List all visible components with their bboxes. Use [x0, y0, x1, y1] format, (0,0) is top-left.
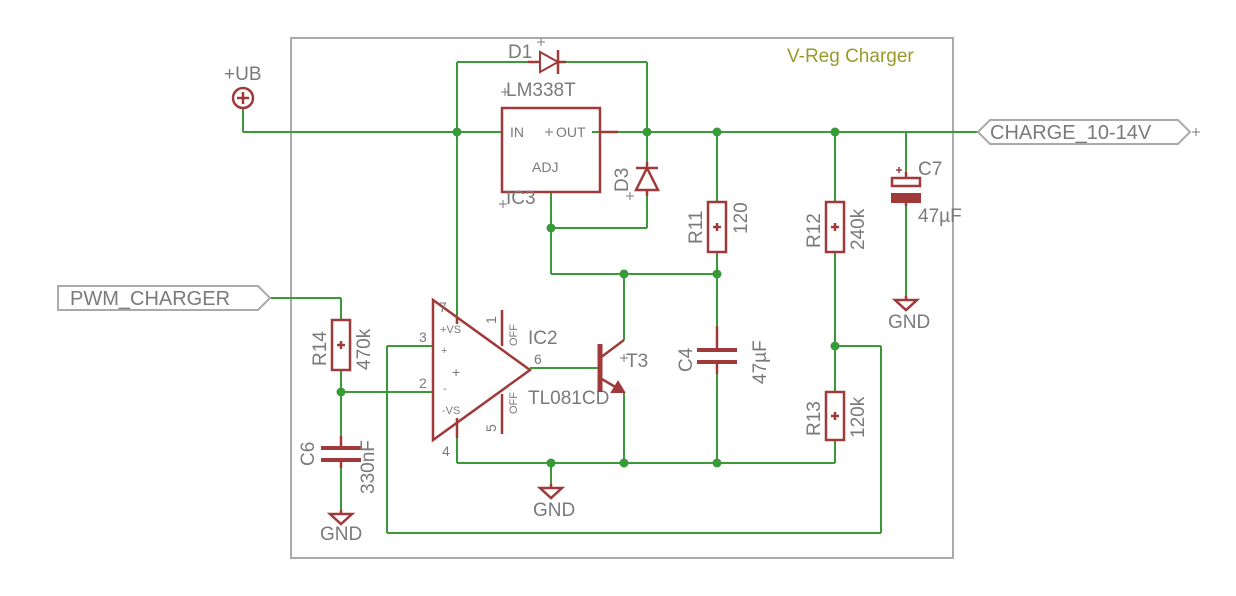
opamp-icon: [431, 297, 533, 443]
sheet-title: V-Reg Charger: [787, 46, 914, 67]
r13-value: 120k: [848, 396, 869, 438]
gnd-c6[interactable]: GND: [320, 510, 362, 545]
junction: [546, 458, 556, 468]
polarized-capacitor-icon: [890, 176, 922, 188]
port-pwm-charger[interactable]: PWM_CHARGER: [57, 285, 272, 311]
ground-icon: [536, 486, 566, 500]
junction: [642, 127, 652, 137]
junction-dots: [336, 127, 840, 468]
capacitor-c4[interactable]: C4 47µF: [676, 326, 771, 384]
gnd-c6-label: GND: [320, 524, 362, 545]
supply-ub-label: +UB: [224, 64, 262, 85]
junction: [452, 127, 462, 137]
r11-ref: R11: [686, 211, 707, 244]
junction: [830, 341, 840, 351]
port-charge-out[interactable]: CHARGE_10-14V: [976, 119, 1200, 145]
ic2-in-minus: -: [443, 383, 447, 395]
ic2-pin1: 1: [483, 316, 499, 324]
resistor-r11[interactable]: R11 120: [686, 200, 752, 254]
capacitor-c7[interactable]: C7 47µF: [890, 159, 962, 227]
transistor-t3[interactable]: T3: [597, 339, 648, 394]
junction: [830, 127, 840, 137]
ic3-ref: IC3: [506, 188, 536, 209]
port-pwm-charger-label: PWM_CHARGER: [70, 288, 230, 310]
supply-circle-icon: [231, 86, 255, 110]
resistor-r14[interactable]: R14 470k: [310, 318, 375, 372]
ic2-value: TL081CD: [528, 388, 609, 409]
t3-ref: T3: [626, 351, 648, 372]
ic2-pin6: 6: [534, 351, 542, 367]
ic2-ref: IC2: [528, 328, 558, 349]
port-flag-icon: [976, 119, 1192, 145]
port-flag-icon: [57, 285, 272, 311]
ic2-vs-plus: +VS: [440, 324, 461, 336]
ic2-in-plus: +: [441, 345, 447, 357]
port-charge-out-label: CHARGE_10-14V: [990, 122, 1152, 144]
sheet-frame: [290, 37, 954, 559]
ic2-center-plus: +: [452, 364, 460, 380]
c7-value: 47µF: [918, 206, 962, 227]
ic3-value: LM338T: [506, 80, 576, 101]
diode-d1[interactable]: D1: [508, 38, 566, 74]
c6-value: 330nF: [358, 440, 379, 494]
ic2-pin7: 7: [439, 299, 447, 315]
d1-ref: D1: [508, 42, 532, 63]
c4-value: 47µF: [750, 340, 771, 384]
r13-ref: R13: [804, 401, 825, 436]
r12-value: 240k: [848, 208, 869, 250]
resistor-r12[interactable]: R12 240k: [804, 200, 869, 254]
c7-ref: C7: [918, 159, 942, 180]
opamp-ic2[interactable]: 7 3 2 4 6 1 5 +VS + - -VS + OFF OFF IC2 …: [419, 297, 609, 459]
ic2-vs-minus: -VS: [442, 405, 460, 417]
c4-ref: C4: [676, 347, 697, 372]
junction: [546, 223, 556, 233]
gnd-c7[interactable]: GND: [888, 296, 930, 333]
junction: [619, 269, 629, 279]
regulator-ic3[interactable]: LM338T IN OUT ADJ IC3: [499, 80, 618, 209]
r14-value: 470k: [354, 328, 375, 370]
wires: [242, 61, 978, 534]
c6-ref: C6: [298, 442, 319, 466]
ic2-pin3: 3: [419, 329, 427, 345]
resistor-r13[interactable]: R13 120k: [804, 390, 869, 442]
junction: [712, 269, 722, 279]
junction: [336, 387, 346, 397]
ic3-pin-adj: ADJ: [532, 159, 558, 175]
r12-ref: R12: [804, 213, 825, 248]
ic2-pin5: 5: [483, 424, 499, 432]
junction: [619, 458, 629, 468]
resistor-icon: [824, 200, 846, 254]
junction: [712, 458, 722, 468]
diode-d3[interactable]: D3: [612, 162, 661, 200]
ground-icon: [891, 298, 921, 312]
resistor-icon: [330, 318, 352, 372]
gnd-ic2[interactable]: GND: [533, 484, 575, 521]
ic2-pin4: 4: [442, 443, 450, 459]
resistor-icon: [824, 390, 846, 442]
d3-ref: D3: [612, 168, 633, 192]
r11-value: 120: [731, 202, 752, 234]
supply-ub[interactable]: +UB: [224, 64, 262, 110]
ic2-off2: OFF: [508, 392, 520, 414]
diode-icon: [633, 165, 661, 192]
resistor-icon: [706, 200, 728, 254]
gnd-ic2-label: GND: [533, 500, 575, 521]
ic2-pin2: 2: [419, 375, 427, 391]
junction: [712, 127, 722, 137]
r14-ref: R14: [310, 331, 331, 366]
capacitor-c6[interactable]: C6 330nF: [298, 436, 379, 494]
ic3-pin-out: OUT: [556, 124, 586, 140]
gnd-c7-label: GND: [888, 312, 930, 333]
ic3-body: [500, 106, 602, 194]
diode-icon: [539, 50, 561, 74]
ground-icon: [326, 512, 356, 526]
ic3-pin-in: IN: [510, 124, 524, 140]
ic2-off1: OFF: [508, 324, 520, 346]
